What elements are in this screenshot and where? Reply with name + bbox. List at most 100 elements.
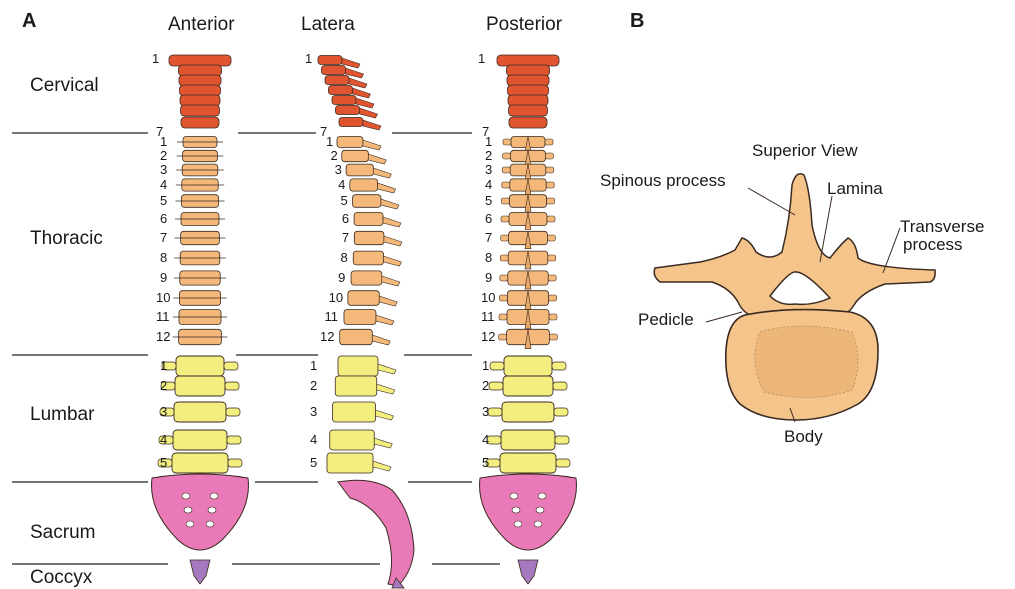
label-body: Body xyxy=(784,428,823,446)
cervical-vertebra xyxy=(181,117,219,128)
thoracic-number: 1 xyxy=(160,135,167,148)
lateral-vertebra xyxy=(339,118,363,127)
lumbar-vertebra xyxy=(501,430,555,450)
thoracic-number: 10 xyxy=(156,291,170,304)
thoracic-number: 3 xyxy=(485,163,492,176)
lateral-vertebra xyxy=(322,66,346,75)
lumbar-number: 1 xyxy=(310,359,317,372)
label-pedicle: Pedicle xyxy=(638,311,694,329)
region-coccyx: Coccyx xyxy=(30,567,92,589)
lumbar-vertebra xyxy=(176,356,224,376)
label-lamina: Lamina xyxy=(827,180,883,198)
lateral-vertebra xyxy=(342,150,369,161)
thoracic-number: 12 xyxy=(320,330,334,343)
lumbar-number: 2 xyxy=(160,379,167,392)
sacrum xyxy=(480,474,577,550)
lumbar-vertebra xyxy=(500,453,556,473)
region-sacrum: Sacrum xyxy=(30,522,95,544)
thoracic-number: 3 xyxy=(160,163,167,176)
thoracic-number: 5 xyxy=(485,194,492,207)
posterior-title: Posterior xyxy=(486,14,562,36)
lateral-vertebra xyxy=(332,96,356,105)
label-transverse: Transverse xyxy=(900,218,984,236)
cervical-number: 1 xyxy=(305,52,312,65)
lumbar-number: 4 xyxy=(160,433,167,446)
cervical-vertebra xyxy=(509,105,548,116)
thoracic-number: 11 xyxy=(156,310,170,323)
lumbar-vertebra xyxy=(174,402,226,422)
lateral-vertebra xyxy=(348,291,379,306)
sacrum xyxy=(152,474,249,550)
lateral-sacrum xyxy=(338,480,414,586)
panel-b-label: B xyxy=(630,10,644,33)
lumbar-number: 3 xyxy=(310,405,317,418)
lateral-vertebra xyxy=(335,376,377,396)
lumbar-number: 1 xyxy=(482,359,489,372)
thoracic-number: 10 xyxy=(481,291,495,304)
thoracic-number: 7 xyxy=(342,231,349,244)
thoracic-number: 7 xyxy=(485,231,492,244)
cervical-vertebra xyxy=(180,85,221,96)
thoracic-number: 7 xyxy=(160,231,167,244)
lateral-vertebra xyxy=(350,179,378,191)
lateral-vertebra xyxy=(318,56,342,65)
thoracic-number: 5 xyxy=(341,194,348,207)
thoracic-number: 8 xyxy=(341,251,348,264)
coccyx xyxy=(190,560,210,584)
cervical-vertebra xyxy=(508,95,548,106)
lumbar-number: 4 xyxy=(310,433,317,446)
lumbar-number: 5 xyxy=(482,456,489,469)
cervical-vertebra xyxy=(507,75,549,86)
thoracic-number: 1 xyxy=(326,135,333,148)
lumbar-vertebra xyxy=(173,430,227,450)
cervical-vertebra xyxy=(497,55,559,66)
panel-a-label: A xyxy=(22,10,36,33)
thoracic-number: 10 xyxy=(329,291,343,304)
lateral-vertebra xyxy=(353,251,383,265)
cervical-vertebra xyxy=(508,85,549,96)
lumbar-vertebra xyxy=(172,453,228,473)
lumbar-number: 5 xyxy=(160,456,167,469)
thoracic-number: 1 xyxy=(485,135,492,148)
thoracic-number: 3 xyxy=(335,163,342,176)
thoracic-number: 5 xyxy=(160,194,167,207)
lateral-vertebra xyxy=(338,356,378,376)
thoracic-number: 9 xyxy=(160,271,167,284)
lateral-vertebra xyxy=(340,329,373,344)
thoracic-number: 11 xyxy=(481,310,495,323)
lumbar-number: 5 xyxy=(310,456,317,469)
thoracic-number: 8 xyxy=(160,251,167,264)
cervical-vertebra xyxy=(509,117,547,128)
cervical-vertebra xyxy=(181,105,220,116)
lateral-vertebra xyxy=(325,76,349,85)
superior-view-title: Superior View xyxy=(752,142,858,160)
thoracic-number: 11 xyxy=(325,310,339,323)
region-divider-lines xyxy=(12,133,500,564)
thoracic-number: 4 xyxy=(160,178,167,191)
cervical-number: 1 xyxy=(478,52,485,65)
thoracic-number: 12 xyxy=(481,330,495,343)
lateral-vertebra xyxy=(346,164,373,176)
thoracic-number: 6 xyxy=(342,212,349,225)
lateral-title: Latera xyxy=(301,14,355,36)
lateral-vertebra xyxy=(351,271,382,285)
lumbar-number: 3 xyxy=(482,405,489,418)
lateral-vertebra xyxy=(354,231,384,244)
lateral-vertebra xyxy=(353,195,381,208)
lumbar-number: 3 xyxy=(160,405,167,418)
anterior-title: Anterior xyxy=(168,14,235,36)
lumbar-vertebra xyxy=(504,356,552,376)
cervical-number: 1 xyxy=(152,52,159,65)
thoracic-number: 4 xyxy=(485,178,492,191)
thoracic-number: 2 xyxy=(160,149,167,162)
vertebra-superior-view xyxy=(654,174,935,422)
thoracic-number: 9 xyxy=(338,271,345,284)
lumbar-number: 1 xyxy=(160,359,167,372)
lateral-vertebra xyxy=(329,86,353,95)
lateral-vertebra xyxy=(336,106,360,115)
lateral-vertebra xyxy=(337,137,363,148)
thoracic-number: 4 xyxy=(338,178,345,191)
thoracic-number: 6 xyxy=(160,212,167,225)
lumbar-number: 2 xyxy=(310,379,317,392)
